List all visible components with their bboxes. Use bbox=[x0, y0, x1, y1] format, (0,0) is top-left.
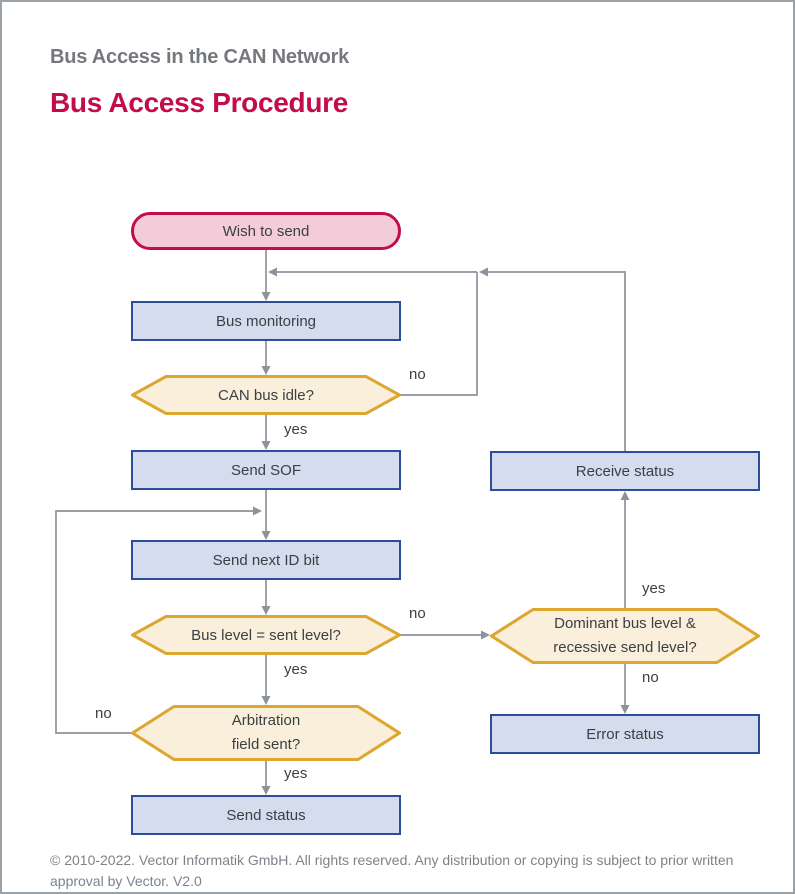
decision-bus-level: Bus level = sent level? bbox=[131, 615, 401, 655]
node-label: Bus monitoring bbox=[215, 312, 317, 330]
process-error-status: Error status bbox=[490, 714, 760, 754]
node-label: Arbitration field sent? bbox=[231, 712, 301, 753]
edge-receive-loop bbox=[479, 267, 626, 451]
edge-dominant-no bbox=[620, 664, 630, 714]
hexagon-shape bbox=[131, 615, 401, 655]
edge-idle-yes bbox=[261, 415, 271, 450]
edge-label-buslevel-no: no bbox=[409, 605, 426, 622]
edge-retry-merge bbox=[268, 267, 477, 277]
node-label: Send SOF bbox=[230, 461, 302, 479]
decision-dominant-recessive: Dominant bus level & recessive send leve… bbox=[490, 608, 760, 664]
edge-nextbit-to-buslevel bbox=[261, 580, 271, 615]
edge-label-buslevel-yes: yes bbox=[284, 661, 308, 678]
decision-arbitration-field-sent: Arbitration field sent? bbox=[131, 705, 401, 761]
process-receive-status: Receive status bbox=[490, 451, 760, 491]
node-label: Dominant bus level & recessive send leve… bbox=[553, 615, 697, 656]
edge-label-dominant-no: no bbox=[642, 669, 659, 686]
hexagon-shape bbox=[490, 608, 760, 664]
edge-wish-to-monitoring bbox=[261, 250, 271, 301]
edge-label-arbitration-yes: yes bbox=[284, 765, 308, 782]
edge-buslevel-yes bbox=[261, 655, 271, 705]
edge-arbitration-yes bbox=[261, 761, 271, 795]
hexagon-shape bbox=[131, 705, 401, 761]
edge-sof-to-nextbit bbox=[261, 490, 271, 540]
node-label: Send status bbox=[226, 806, 306, 824]
process-send-next-id-bit: Send next ID bit bbox=[131, 540, 401, 580]
copyright-notice: © 2010-2022. Vector Informatik GmbH. All… bbox=[50, 852, 734, 889]
hexagon-shape bbox=[131, 375, 401, 415]
lesson-title: Bus Access in the CAN Network bbox=[50, 46, 350, 68]
node-label: Bus level = sent level? bbox=[191, 626, 341, 644]
edge-label-arbitration-no: no bbox=[95, 705, 112, 722]
edge-monitoring-to-idle bbox=[261, 341, 271, 375]
edge-label-idle-no: no bbox=[409, 366, 426, 383]
decision-can-bus-idle: CAN bus idle? bbox=[131, 375, 401, 415]
terminator-wish-to-send: Wish to send bbox=[131, 212, 401, 250]
process-bus-monitoring: Bus monitoring bbox=[131, 301, 401, 341]
node-label: Receive status bbox=[575, 462, 675, 480]
edge-dominant-yes bbox=[620, 491, 630, 608]
process-send-sof: Send SOF bbox=[131, 450, 401, 490]
node-label: Send next ID bit bbox=[212, 551, 320, 569]
edge-buslevel-no bbox=[401, 630, 490, 640]
page-title: Bus Access Procedure bbox=[50, 87, 348, 118]
node-label: Wish to send bbox=[222, 222, 310, 240]
process-send-status: Send status bbox=[131, 795, 401, 835]
edge-label-idle-yes: yes bbox=[284, 421, 308, 438]
edge-label-dominant-yes: yes bbox=[642, 580, 666, 597]
node-label: Error status bbox=[586, 725, 664, 743]
node-label: CAN bus idle? bbox=[218, 386, 314, 404]
